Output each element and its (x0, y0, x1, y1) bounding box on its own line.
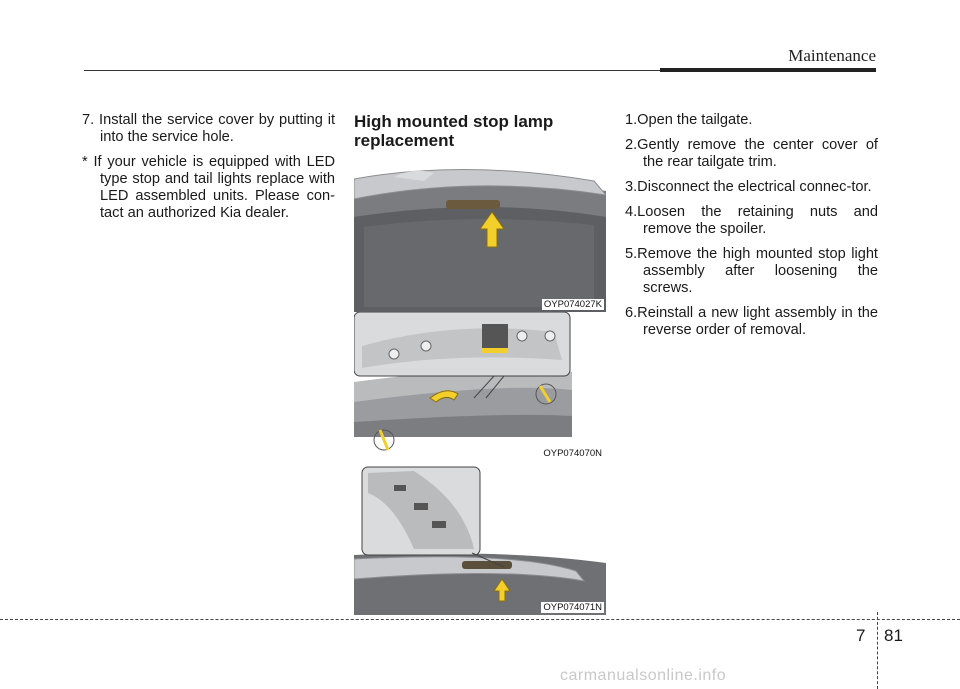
right-column: 1.Open the tailgate. 2.Gently remove the… (625, 112, 878, 347)
step-4: 4.Loosen the retaining nuts and remove t… (625, 204, 878, 237)
header-rule (84, 70, 664, 71)
step-5: 5.Remove the high mounted stop light ass… (625, 246, 878, 296)
figure-tailgate-overview: OYP074027K (354, 157, 606, 312)
figure-label: OYP074071N (541, 602, 604, 613)
figure-lamp-assembly: OYP074071N (354, 463, 606, 615)
step-6: 6.Reinstall a new light assembly in the … (625, 305, 878, 338)
led-note: * If your vehicle is equipped with LED t… (82, 154, 335, 221)
left-column: 7. Install the service cover by putting … (82, 112, 335, 230)
lamp-assembly-illustration (354, 463, 606, 615)
figure-label: OYP074027K (541, 299, 604, 310)
tailgate-illustration (354, 157, 606, 312)
watermark: carmanualsonline.info (560, 667, 727, 684)
figure-spoiler-detail: OYP074070N (354, 312, 606, 462)
rotate-arrow-icon (429, 390, 459, 403)
section-title: Maintenance (788, 46, 876, 65)
step-3: 3.Disconnect the electrical connec-tor. (625, 179, 872, 195)
instruction-step-7: 7. Install the service cover by putting … (82, 112, 335, 145)
step-2: 2.Gently remove the center cover of the … (625, 137, 878, 170)
header-rule-accent (660, 68, 876, 72)
spoiler-illustration (354, 312, 606, 462)
arrow-up-icon (479, 211, 505, 248)
figure-label: OYP074070N (541, 448, 604, 459)
arrow-up-icon (493, 578, 511, 602)
page-number: 81 (884, 626, 903, 645)
step-1: 1.Open the tailgate. (625, 112, 753, 128)
section-heading: High mounted stop lamp replacement (354, 112, 554, 150)
footer-divider (0, 619, 960, 620)
chapter-number: 7 (856, 626, 866, 645)
footer-page-divider (877, 612, 878, 689)
